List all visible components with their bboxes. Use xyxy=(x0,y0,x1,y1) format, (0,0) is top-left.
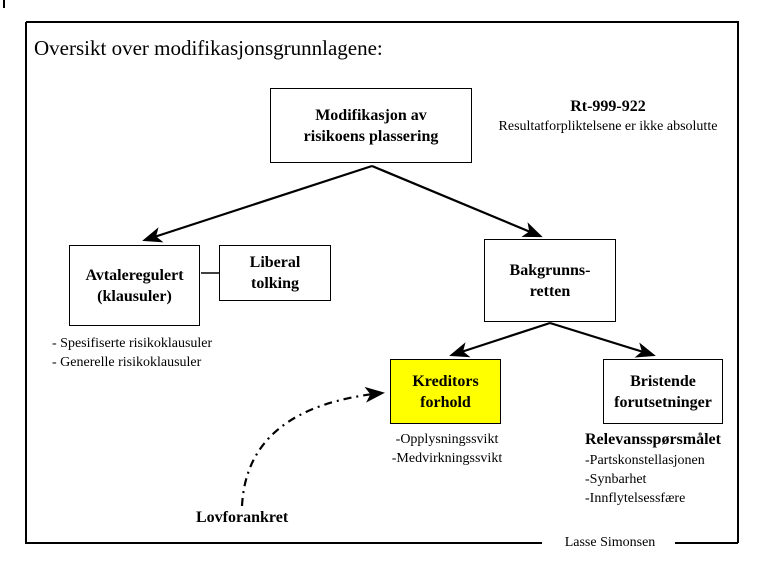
node-kreditors-line1: Kreditors xyxy=(412,372,479,390)
arrow-modifikasjon-to-bakgrunnsretten xyxy=(371,164,543,238)
klausul-list: - Spesifiserte risikoklausuler - Generel… xyxy=(52,334,212,372)
arrow-bakgrunnsretten-to-kreditors xyxy=(449,321,551,358)
node-liberal-line2: tolking xyxy=(250,275,299,292)
node-avtaleregulert: Avtaleregulert (klausuler) xyxy=(69,245,200,326)
node-bakgrunnsretten-line2: retten xyxy=(529,282,571,300)
node-modifikasjon: Modifikasjon av risikoens plassering xyxy=(270,88,472,163)
node-liberal-tolking: Liberal tolking xyxy=(219,245,331,301)
klausul-list-item: - Spesifiserte risikoklausuler xyxy=(52,336,213,351)
rt-case-subtitle: Resultatforpliktelsene er ikke absolutte xyxy=(498,119,718,134)
author-credit: Lasse Simonsen xyxy=(545,535,675,551)
lovforankret-label: Lovforankret xyxy=(196,509,289,526)
node-bristende-line2: forutsetninger xyxy=(614,393,712,411)
node-bakgrunnsretten: Bakgrunns- retten xyxy=(484,239,616,322)
node-bristende-forutsetninger: Bristende forutsetninger xyxy=(603,359,723,424)
kreditor-list-item: -Opplysningssvikt xyxy=(395,432,499,447)
node-kreditors-line2: forhold xyxy=(420,393,471,411)
relevans-item: -Innflytelsessfære xyxy=(585,491,686,506)
arrow-modifikasjon-to-avtaleregulert xyxy=(142,164,373,243)
kreditor-list-item: -Medvirkningssvikt xyxy=(391,451,503,466)
node-avtaleregulert-line2: (klausuler) xyxy=(97,287,172,305)
klausul-list-item: - Generelle risikoklausuler xyxy=(52,355,202,370)
node-modifikasjon-line2: risikoens plassering xyxy=(303,127,439,145)
rt-case-note: Rt-999-922 Resultatforpliktelsene er ikk… xyxy=(478,96,738,136)
kreditor-list: -Opplysningssvikt -Medvirkningssvikt xyxy=(373,430,521,468)
node-avtaleregulert-line1: Avtaleregulert xyxy=(85,266,184,284)
node-kreditors-forhold: Kreditors forhold xyxy=(390,359,501,424)
node-modifikasjon-line1: Modifikasjon av xyxy=(315,106,427,124)
slide-frame xyxy=(3,0,739,544)
node-bristende-line1: Bristende xyxy=(630,372,696,390)
relevans-title: Relevansspørsmålet xyxy=(585,431,721,448)
rt-case-title: Rt-999-922 xyxy=(570,98,646,115)
node-bakgrunnsretten-line1: Bakgrunns- xyxy=(509,261,591,279)
relevans-block: Relevansspørsmålet -Partskonstellasjonen… xyxy=(585,429,721,508)
arrow-bakgrunnsretten-to-bristende xyxy=(549,321,656,358)
slide-title: Oversikt over modifikasjonsgrunnlagene: xyxy=(34,36,383,60)
relevans-item: -Partskonstellasjonen xyxy=(585,453,705,468)
relevans-item: -Synbarhet xyxy=(585,472,647,487)
dashed-arrow-lovforankret-to-kreditors xyxy=(240,386,385,507)
node-liberal-line1: Liberal xyxy=(249,254,301,271)
